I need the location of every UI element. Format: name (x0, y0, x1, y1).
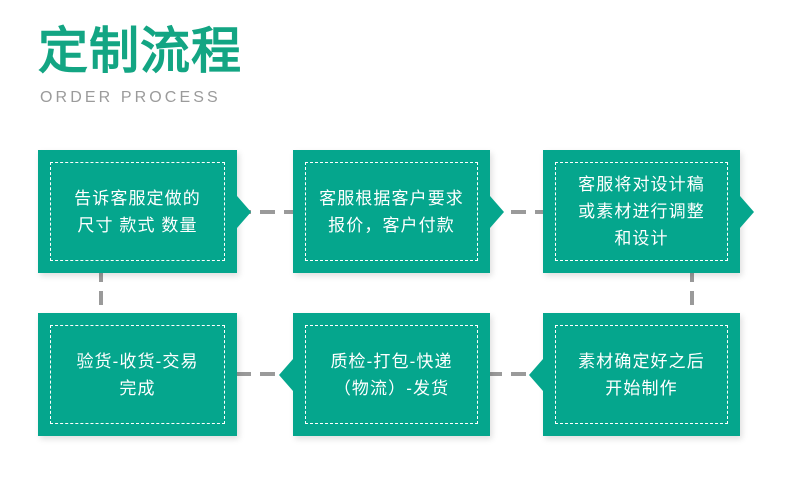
flow-step-5-label: 质检-打包-快递 （物流）-发货 (330, 351, 453, 398)
header-block: 定制流程 ORDER PROCESS (38, 22, 242, 108)
flow-step-5-frame: 质检-打包-快递 （物流）-发货 (305, 325, 478, 424)
flow-step-2[interactable]: 客服根据客户要求 报价，客户付款 (293, 150, 504, 273)
flow-step-1-label: 告诉客服定做的 尺寸 款式 数量 (74, 188, 201, 235)
flow-step-4-label: 素材确定好之后 开始制作 (578, 351, 705, 398)
connector-step2-to-step3 (487, 210, 545, 214)
flow-step-1[interactable]: 告诉客服定做的 尺寸 款式 数量 (38, 150, 251, 273)
flow-step-5[interactable]: 质检-打包-快递 （物流）-发货 (279, 313, 490, 436)
flow-step-4-frame: 素材确定好之后 开始制作 (555, 325, 728, 424)
flow-step-6-frame: 验货-收货-交易 完成 (50, 325, 225, 424)
connector-step5-to-step6 (236, 372, 296, 376)
flow-step-2-label: 客服根据客户要求 报价，客户付款 (319, 188, 464, 235)
flow-step-1-frame: 告诉客服定做的 尺寸 款式 数量 (50, 162, 225, 261)
flow-step-3[interactable]: 客服将对设计稿 或素材进行调整 和设计 (543, 150, 754, 273)
connector-step3-to-step4 (690, 268, 694, 318)
flow-step-6-label: 验货-收货-交易 完成 (76, 351, 199, 398)
connector-step1-to-step2 (236, 210, 296, 214)
flow-step-3-frame: 客服将对设计稿 或素材进行调整 和设计 (555, 162, 728, 261)
connector-step6-tail (99, 268, 103, 318)
arrow-right-icon (740, 195, 754, 228)
page-subtitle: ORDER PROCESS (40, 89, 221, 106)
connector-step4-to-step5 (487, 372, 545, 376)
arrow-left-icon (529, 358, 543, 391)
arrow-left-icon (279, 358, 293, 391)
page-title: 定制流程 (38, 23, 242, 79)
flow-step-3-label: 客服将对设计稿 或素材进行调整 和设计 (578, 175, 705, 248)
flow-step-4[interactable]: 素材确定好之后 开始制作 (529, 313, 740, 436)
arrow-right-icon (490, 195, 504, 228)
flow-step-2-frame: 客服根据客户要求 报价，客户付款 (305, 162, 478, 261)
flow-step-6[interactable]: 验货-收货-交易 完成 (38, 313, 237, 436)
arrow-right-icon (237, 195, 251, 228)
